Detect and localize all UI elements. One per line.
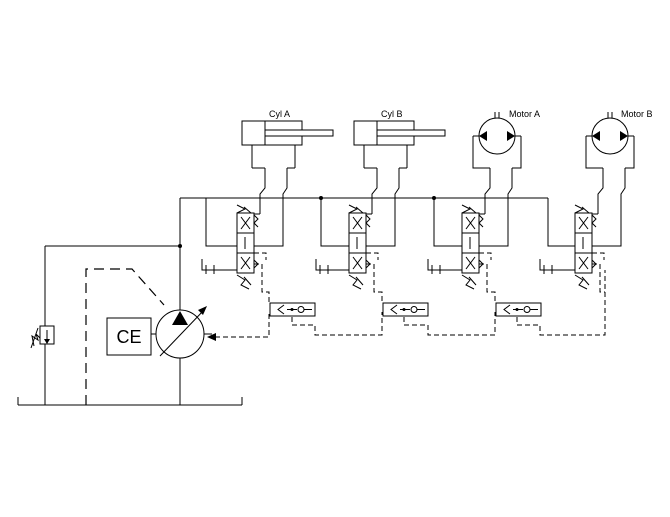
tank-line xyxy=(17,397,243,406)
control-valve-d xyxy=(574,204,597,290)
motor-b: Motor B xyxy=(585,109,653,169)
shuttle-valve-3 xyxy=(495,302,542,317)
motor-b-label: Motor B xyxy=(621,109,653,119)
motor-a: Motor A xyxy=(472,109,540,169)
cyl-a-label: Cyl A xyxy=(269,109,290,119)
cylinder-b: Cyl B xyxy=(353,109,446,169)
motor-a-label: Motor A xyxy=(509,109,540,119)
control-valve-c xyxy=(461,204,484,290)
shuttle-valve-2 xyxy=(382,302,429,317)
relief-valve xyxy=(30,325,55,349)
section-cyl-b: Cyl B xyxy=(315,109,446,303)
section-motor-b: Motor B xyxy=(539,109,653,293)
shuttle-valve-1 xyxy=(269,302,316,317)
section-motor-a: Motor A xyxy=(427,109,540,303)
control-valve-a xyxy=(236,204,259,290)
control-valve-b xyxy=(348,204,371,290)
section-cyl-a: Cyl A xyxy=(201,109,334,303)
pilot-line-left xyxy=(85,268,165,405)
controller-label: CE xyxy=(116,327,141,347)
cyl-b-label: Cyl B xyxy=(381,109,403,119)
controller-ce: CE xyxy=(106,317,152,356)
load-sense-line xyxy=(207,270,606,341)
variable-pump xyxy=(151,306,212,359)
pressure-header xyxy=(180,196,548,200)
cylinder-a: Cyl A xyxy=(241,109,334,169)
